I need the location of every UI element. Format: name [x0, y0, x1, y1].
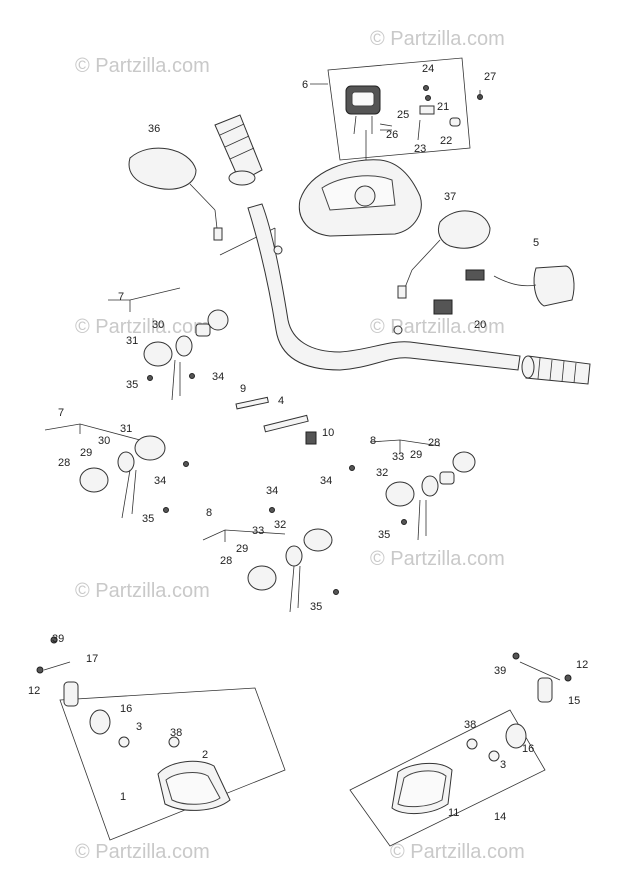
right-switch — [433, 265, 575, 315]
part-label: 7 — [58, 407, 64, 419]
part-label: 23 — [414, 143, 426, 155]
handlebar — [247, 203, 521, 371]
part-label: 33 — [252, 525, 264, 537]
part-label: 32 — [274, 519, 286, 531]
part-label: 7 — [118, 291, 124, 303]
part-label: 31 — [120, 423, 132, 435]
part-label: 30 — [98, 435, 110, 447]
right-grip — [521, 355, 591, 385]
part-label: 26 — [386, 129, 398, 141]
part-label: 20 — [474, 319, 486, 331]
turn-signal-mid-left — [44, 423, 189, 519]
part-label: 15 — [568, 695, 580, 707]
watermark: © Partzilla.com — [390, 841, 525, 863]
part-label: 8 — [206, 507, 212, 519]
part-label: 4 — [278, 395, 284, 407]
part-label: 29 — [80, 447, 92, 459]
part-label: 37 — [444, 191, 456, 203]
watermark: © Partzilla.com — [75, 316, 210, 338]
part-label: 35 — [142, 513, 154, 525]
part-label: 24 — [422, 63, 434, 75]
part-label: 34 — [266, 485, 278, 497]
part-label: 28 — [58, 457, 70, 469]
headlight-left — [36, 636, 286, 841]
watermark: © Partzilla.com — [75, 841, 210, 863]
right-mirror — [397, 210, 491, 299]
meter-assembly — [310, 57, 483, 161]
watermark-layer: © Partzilla.com © Partzilla.com © Partzi… — [75, 28, 525, 863]
part-label: 30 — [152, 319, 164, 331]
part-label: 12 — [28, 685, 40, 697]
part-label: 33 — [392, 451, 404, 463]
handlebar-cover — [298, 130, 422, 237]
cable-ties — [235, 396, 317, 445]
watermark: © Partzilla.com — [370, 548, 505, 570]
part-label: 34 — [154, 475, 166, 487]
part-label: 22 — [440, 135, 452, 147]
part-label: 32 — [376, 467, 388, 479]
part-label: 27 — [484, 71, 496, 83]
part-label: 16 — [120, 703, 132, 715]
part-label: 31 — [126, 335, 138, 347]
part-label: 10 — [322, 427, 334, 439]
part-label: 29 — [410, 449, 422, 461]
part-label: 28 — [428, 437, 440, 449]
part-label: 35 — [310, 601, 322, 613]
part-label: 34 — [320, 475, 332, 487]
part-label: 35 — [378, 529, 390, 541]
part-label: 2 — [202, 749, 208, 761]
part-label: 14 — [494, 811, 506, 823]
left-grip — [214, 114, 263, 186]
part-label: 17 — [86, 653, 98, 665]
turn-signal-mid-right — [349, 439, 476, 541]
turn-signal-lower — [202, 507, 339, 613]
part-label: 21 — [437, 101, 449, 113]
headlight-right — [349, 652, 572, 847]
part-label: 28 — [220, 555, 232, 567]
part-label: 36 — [148, 123, 160, 135]
turn-signal-upper-left — [108, 287, 229, 401]
watermark: © Partzilla.com — [370, 28, 505, 50]
part-label: 39 — [494, 665, 506, 677]
part-label: 11 — [448, 807, 459, 819]
part-label: 9 — [240, 383, 246, 395]
part-label: 8 — [370, 435, 376, 447]
part-label: 3 — [136, 721, 142, 733]
part-label: 39 — [52, 633, 64, 645]
watermark: © Partzilla.com — [370, 316, 505, 338]
part-label: 12 — [576, 659, 588, 671]
part-label: 38 — [170, 727, 182, 739]
part-label: 29 — [236, 543, 248, 555]
part-label: 6 — [302, 79, 308, 91]
part-label: 38 — [464, 719, 476, 731]
part-label: 16 — [522, 743, 534, 755]
part-label: 3 — [500, 759, 506, 771]
part-label: 34 — [212, 371, 224, 383]
watermark: © Partzilla.com — [75, 580, 210, 602]
part-label: 25 — [397, 109, 409, 121]
watermark: © Partzilla.com — [75, 55, 210, 77]
part-label: 35 — [126, 379, 138, 391]
part-label: 5 — [533, 237, 539, 249]
part-labels: 6 24 27 21 25 26 22 23 36 37 5 20 7 30 3… — [28, 63, 588, 823]
part-label: 1 — [120, 791, 126, 803]
